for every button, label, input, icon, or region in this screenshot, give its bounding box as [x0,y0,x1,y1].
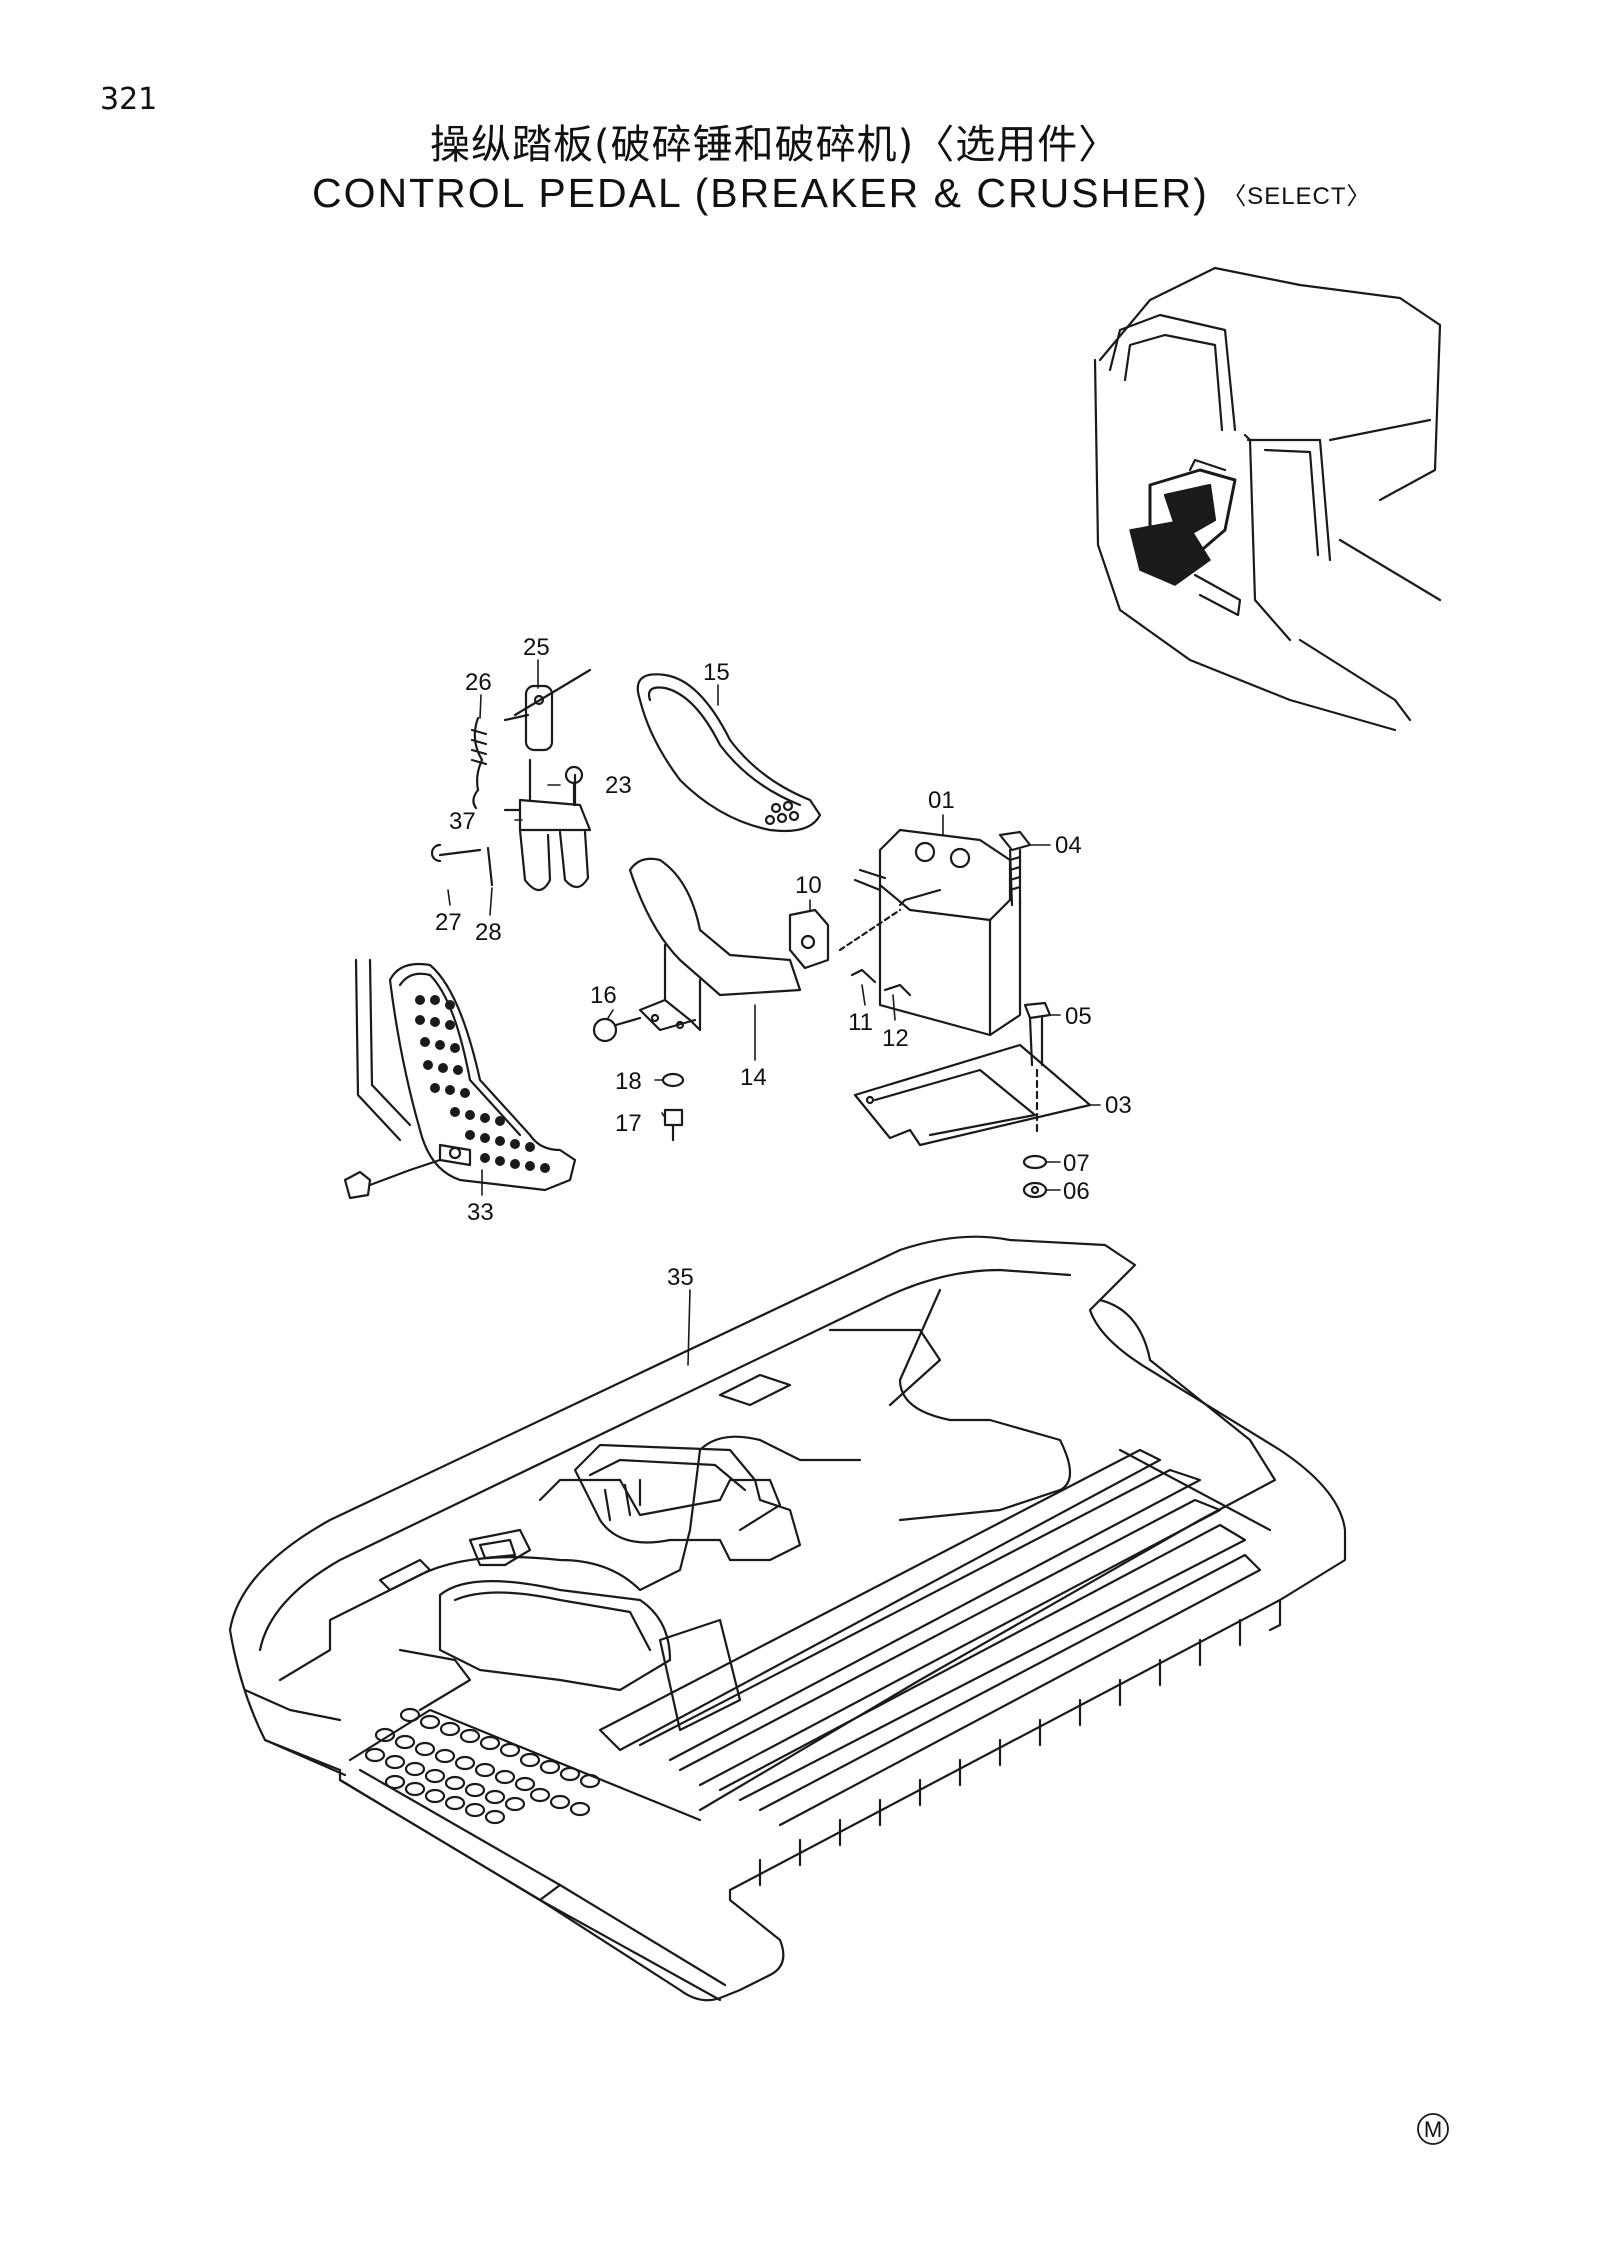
label-part-07: 07 [1063,1150,1090,1177]
excavator-cab-icon [1093,266,1442,732]
label-part-33: 33 [467,1199,494,1226]
bolt-part-04 [998,830,1032,907]
label-part-12: 12 [882,1025,909,1052]
washer-nut-parts-06-07 [1022,1154,1048,1199]
label-part-04: 04 [1055,832,1082,859]
label-part-11: 11 [848,1009,873,1036]
control-box-icon [853,828,1022,1037]
pedal-icon [343,958,577,1200]
label-part-17: 17 [615,1110,642,1137]
fasteners-parts-16-17-18 [592,1016,685,1142]
label-part-28: 28 [475,919,502,946]
label-part-01: 01 [928,787,955,814]
label-part-03: 03 [1105,1092,1132,1119]
leader-lines [447,659,1101,1366]
title-english-select: 〈SELECT〉 [1222,183,1372,210]
label-part-10: 10 [795,872,822,899]
label-part-37: 37 [449,808,476,835]
page-number: 321 [100,82,158,117]
linkage-assembly [430,668,592,892]
pedal-pad-part-15 [636,673,822,833]
label-part-18: 18 [615,1068,642,1095]
label-part-16: 16 [590,982,617,1009]
label-part-35: 35 [667,1264,694,1291]
page-title-chinese: 操纵踏板(破碎锤和破碎机)〈选用件〉 [430,122,1120,168]
label-part-15: 15 [703,659,730,686]
m-marker: M [1417,2113,1449,2145]
pedal-grip-pattern [415,995,550,1173]
floor-mat-grip-pattern [364,1707,601,1825]
floor-mat-icon [228,1235,1347,2002]
part-labels: 01 03 04 05 06 07 10 11 12 14 15 16 17 1… [435,634,1132,1291]
label-part-26: 26 [465,669,492,696]
hardware-parts-10-11-12 [788,908,912,997]
m-marker-letter: M [1424,2117,1442,2142]
label-part-25: 25 [523,634,550,661]
label-part-14: 14 [740,1064,767,1091]
pedal-bracket-part-14 [628,857,802,1032]
label-part-06: 06 [1063,1178,1090,1205]
title-english-main: CONTROL PEDAL (BREAKER & CRUSHER) [312,170,1209,216]
label-part-05: 05 [1065,1003,1092,1030]
label-part-23: 23 [605,772,632,799]
page-title-english: CONTROL PEDAL (BREAKER & CRUSHER) 〈SELEC… [312,170,1372,217]
mounting-plate-part-03 [853,1043,1092,1147]
label-part-27: 27 [435,909,462,936]
